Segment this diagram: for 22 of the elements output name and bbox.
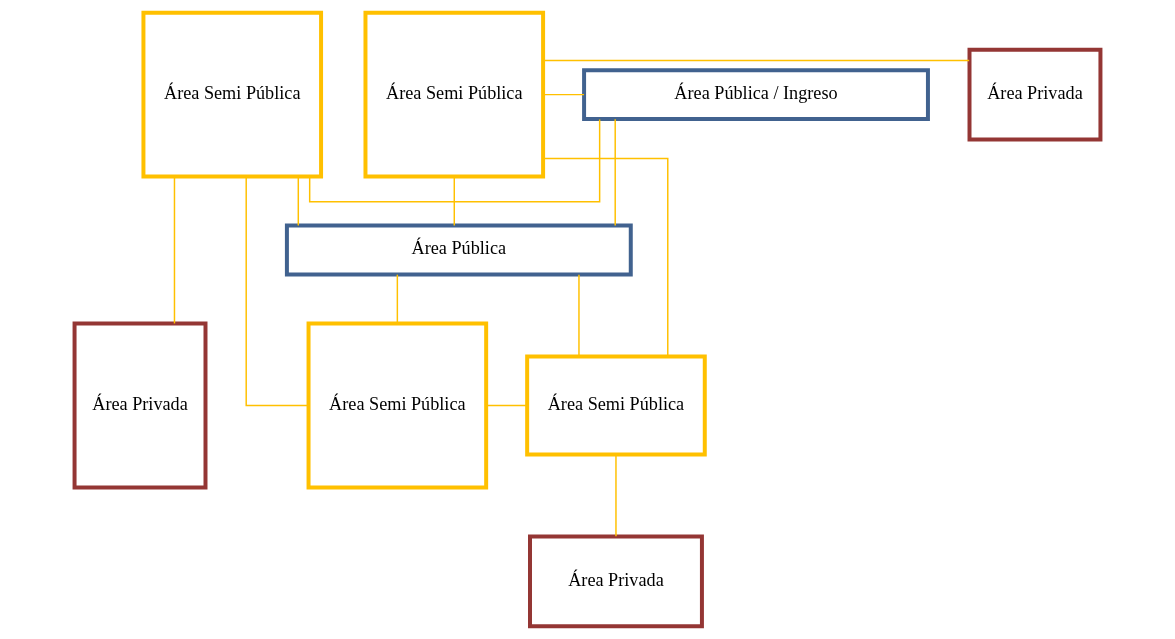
- connector: [542, 59, 970, 62]
- connector: [614, 118, 616, 227]
- connector: [615, 453, 617, 537]
- connector: [453, 176, 455, 227]
- connector: [308, 118, 601, 203]
- node-box: Área Privada: [528, 534, 704, 629]
- node-box: Área Semi Pública: [306, 321, 489, 490]
- connector: [396, 273, 399, 325]
- node-box: Área Privada: [967, 47, 1103, 142]
- connector: [173, 175, 176, 325]
- connector: [578, 273, 580, 358]
- connector: [542, 157, 669, 358]
- connector: [297, 176, 300, 227]
- connector: [542, 93, 585, 96]
- node-box: Área Semi Pública: [141, 10, 324, 179]
- node-box: Área Privada: [72, 321, 208, 490]
- node-box: Área Pública: [284, 223, 633, 277]
- node-box: Área Pública / Ingreso: [582, 68, 930, 122]
- node-box: Área Semi Pública: [363, 10, 546, 179]
- node-box: Área Semi Pública: [525, 354, 707, 457]
- connector: [245, 175, 309, 407]
- connector: [485, 404, 528, 407]
